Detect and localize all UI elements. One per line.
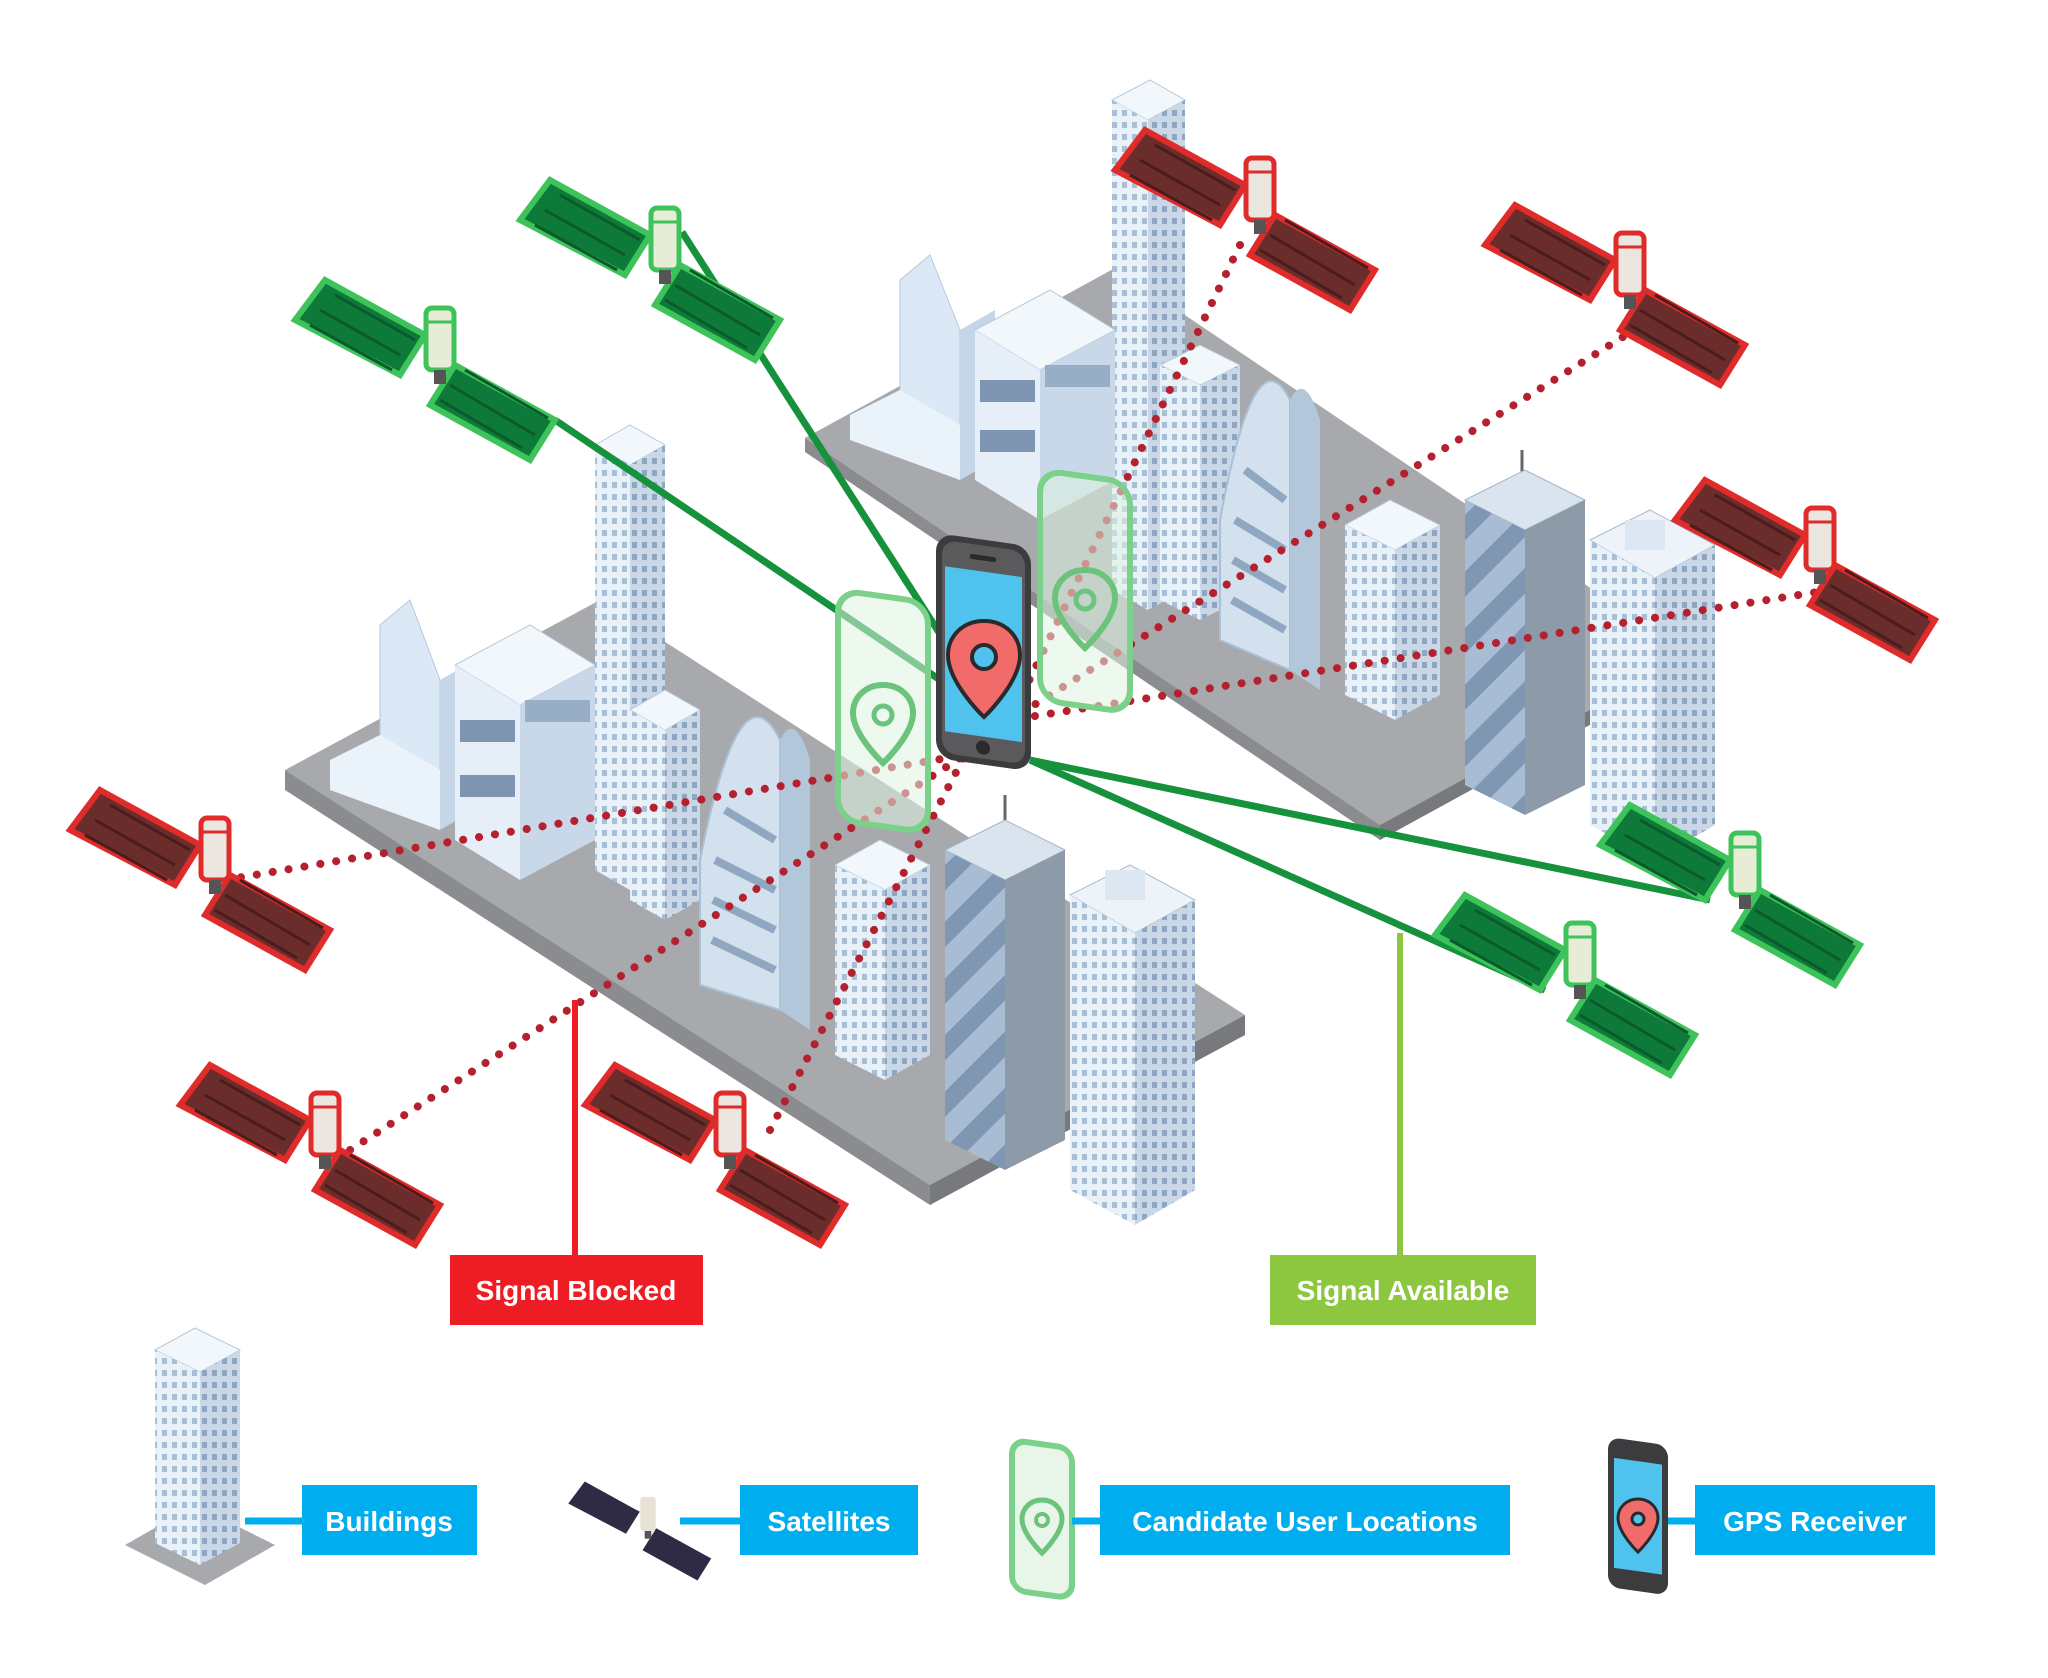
building [850, 254, 995, 481]
signal-available-label: Signal Available [1297, 1275, 1510, 1306]
building [1588, 509, 1717, 860]
legend-label-receiver: GPS Receiver [1723, 1506, 1907, 1537]
map-pin-icon [1051, 566, 1119, 653]
satellite-icon [180, 1065, 440, 1245]
signal-blocked-label: Signal Blocked [476, 1275, 677, 1306]
signal-line-available [1028, 756, 1547, 994]
satellite-icon [520, 180, 780, 360]
legend-item-satellites: Satellites [568, 1481, 918, 1581]
signal-line-blocked [766, 751, 969, 1134]
signal-available-tag: Signal Available [1270, 1255, 1536, 1325]
gps-receiver [936, 535, 1031, 769]
satellite-icon [1485, 205, 1745, 385]
signal-line-blocked [1006, 586, 1834, 724]
building-icon [125, 1327, 275, 1585]
building [699, 716, 810, 1030]
satellite-icon [1600, 805, 1860, 985]
candidate-location-2 [1037, 469, 1133, 713]
legend: Buildings Satellites Candidate User L [125, 1327, 1935, 1600]
satellite-icon [568, 1481, 712, 1581]
candidate-location-1 [835, 589, 931, 833]
building [833, 839, 932, 1080]
signal-blocked-tag: Signal Blocked [450, 1255, 703, 1325]
building [943, 795, 1067, 1170]
building [1219, 380, 1320, 690]
building [330, 599, 475, 831]
legend-label-candidate: Candidate User Locations [1132, 1506, 1477, 1537]
legend-item-candidate: Candidate User Locations [1009, 1438, 1510, 1600]
signal-line-available [1029, 756, 1711, 904]
satellite-icon [1435, 895, 1695, 1075]
legend-label-satellites: Satellites [768, 1506, 891, 1537]
building [1068, 864, 1197, 1225]
building [1463, 450, 1587, 815]
legend-item-buildings: Buildings [125, 1327, 477, 1585]
building [1343, 499, 1442, 720]
building [453, 624, 597, 880]
smartphone-icon [1009, 1438, 1075, 1600]
map-pin-icon [1019, 1497, 1065, 1557]
legend-label-buildings: Buildings [325, 1506, 453, 1537]
satellite-icon [70, 790, 330, 970]
smartphone-icon [1608, 1438, 1668, 1594]
legend-item-receiver: GPS Receiver [1608, 1438, 1935, 1594]
satellite-icon [295, 280, 555, 460]
map-pin-icon [849, 681, 917, 768]
